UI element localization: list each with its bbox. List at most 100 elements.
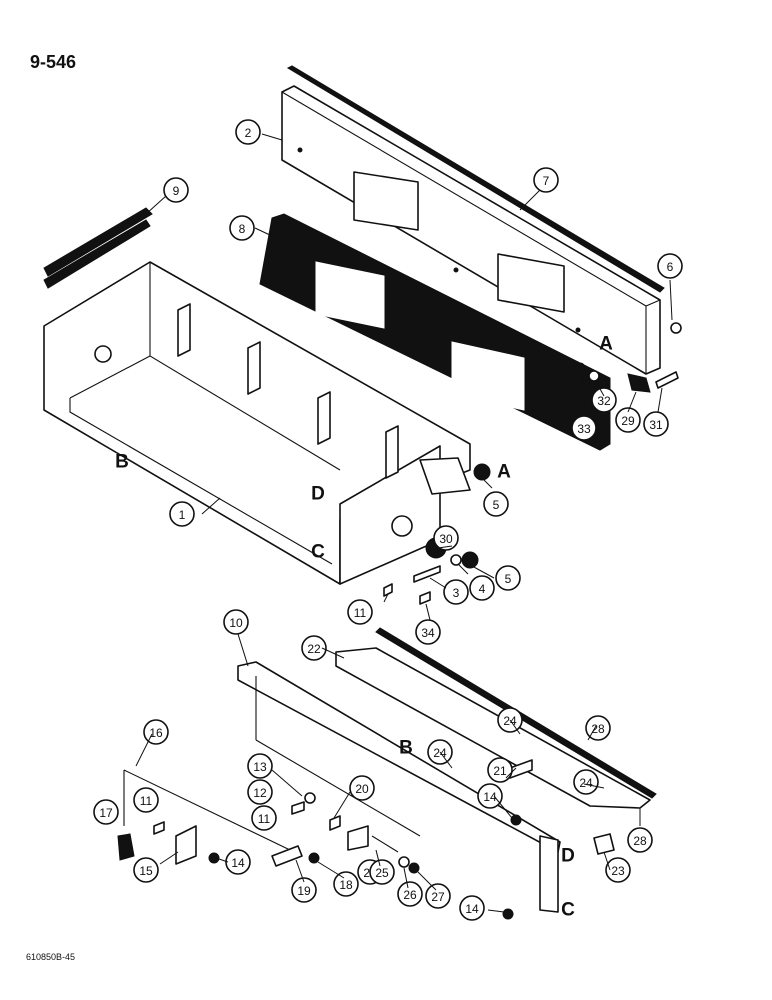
part-23-hinge	[593, 833, 615, 855]
callout-11: 11	[133, 787, 159, 813]
callout-label: 15	[139, 864, 153, 878]
callout-14: 14	[477, 783, 503, 809]
callout-label: 3	[453, 586, 460, 600]
callout-circle	[93, 799, 119, 825]
callout-label: 11	[140, 794, 153, 808]
callout-circle	[247, 779, 273, 805]
callout-label: 19	[297, 884, 311, 898]
part-31-bolt	[655, 371, 679, 389]
callout-19: 19	[291, 877, 317, 903]
reference-letter-d-lower: D	[561, 846, 575, 867]
callout-25: 25	[369, 859, 395, 885]
callout-circle	[657, 253, 683, 279]
callout-1: 1	[169, 501, 195, 527]
callout-circle	[163, 177, 189, 203]
part-25-spring	[371, 835, 399, 853]
callout-label: 14	[231, 856, 245, 870]
callout-29: 29	[615, 407, 641, 433]
callout-circle	[443, 579, 469, 605]
callout-30: 30	[433, 525, 459, 551]
callout-circle	[627, 827, 653, 853]
callout-label: 29	[621, 414, 635, 428]
hardware-upper	[383, 322, 682, 605]
part-33-nut	[574, 362, 586, 374]
part-5-grommet-b	[461, 551, 479, 569]
part-15-bracket	[175, 825, 197, 865]
part-4-washer	[450, 554, 462, 566]
callout-circle	[251, 805, 277, 831]
callout-circle	[573, 769, 599, 795]
callout-14: 14	[459, 895, 485, 921]
callout-label: 17	[99, 806, 113, 820]
callout-label: 16	[149, 726, 163, 740]
reference-letter-a-lower: A	[497, 462, 511, 483]
part-11-screw-upper	[383, 583, 393, 597]
part-16-rod-long	[123, 769, 291, 851]
callout-label: 20	[355, 782, 369, 796]
callout-label: 31	[649, 418, 663, 432]
callout-circle	[487, 757, 513, 783]
callout-16: 16	[143, 719, 169, 745]
part-29-clip	[627, 373, 651, 393]
reference-letter-c-lower: C	[561, 900, 575, 921]
callout-4: 4	[469, 575, 495, 601]
callout-label: 18	[339, 878, 353, 892]
callout-circle	[425, 883, 451, 909]
callout-label: 28	[591, 722, 605, 736]
callout-label: 23	[611, 864, 625, 878]
callout-label: 32	[597, 394, 611, 408]
callout-7: 7	[533, 167, 559, 193]
leader-lines	[135, 133, 673, 913]
callout-circle	[133, 787, 159, 813]
reference-letter-d-upper: D	[311, 484, 325, 505]
callout-circle	[235, 119, 261, 145]
callout-label: 1	[179, 508, 186, 522]
part-32-washer	[588, 370, 600, 382]
callout-label: 24	[579, 776, 593, 790]
callout-14: 14	[225, 849, 251, 875]
reference-letter-b-lower: B	[399, 738, 413, 759]
callout-circle	[333, 871, 359, 897]
callout-34: 34	[415, 619, 441, 645]
callout-8: 8	[229, 215, 255, 241]
callout-3: 3	[443, 579, 469, 605]
part-21-plate-a	[347, 825, 369, 851]
callout-circle	[605, 857, 631, 883]
callout-label: 27	[431, 890, 445, 904]
callout-circle	[369, 859, 395, 885]
callout-circle	[247, 753, 273, 779]
part-20-block	[329, 815, 341, 831]
part-2-panel-cover	[281, 85, 661, 375]
reference-letter-b-upper: B	[115, 452, 129, 473]
callout-label: 14	[465, 902, 479, 916]
callout-circle	[483, 491, 509, 517]
callout-18: 18	[333, 871, 359, 897]
callout-2: 2	[235, 119, 261, 145]
callout-31: 31	[643, 411, 669, 437]
callout-circle	[301, 635, 327, 661]
callout-label: 5	[493, 498, 500, 512]
part-8-gasket	[259, 213, 611, 451]
part-14-nut-c	[502, 908, 514, 920]
part-10-lower-rail	[237, 661, 561, 913]
callout-label: 8	[239, 222, 246, 236]
callout-23: 23	[605, 857, 631, 883]
callout-13: 13	[247, 753, 273, 779]
callout-circle	[291, 877, 317, 903]
callout-5: 5	[495, 565, 521, 591]
part-1-housing	[43, 261, 471, 585]
callout-33: 33	[571, 415, 597, 441]
callout-24: 24	[573, 769, 599, 795]
hardware-lower	[117, 759, 615, 920]
part-14-nut-b	[510, 814, 522, 826]
callout-27: 27	[425, 883, 451, 909]
callout-11: 11	[347, 599, 373, 625]
callout-circle	[397, 881, 423, 907]
part-19-lever	[271, 845, 303, 867]
callout-circle	[615, 407, 641, 433]
part-9-edge-trim	[43, 207, 153, 289]
callout-label: 12	[253, 786, 267, 800]
callout-label: 25	[375, 866, 389, 880]
callout-20: 20	[349, 775, 375, 801]
callout-circle	[459, 895, 485, 921]
